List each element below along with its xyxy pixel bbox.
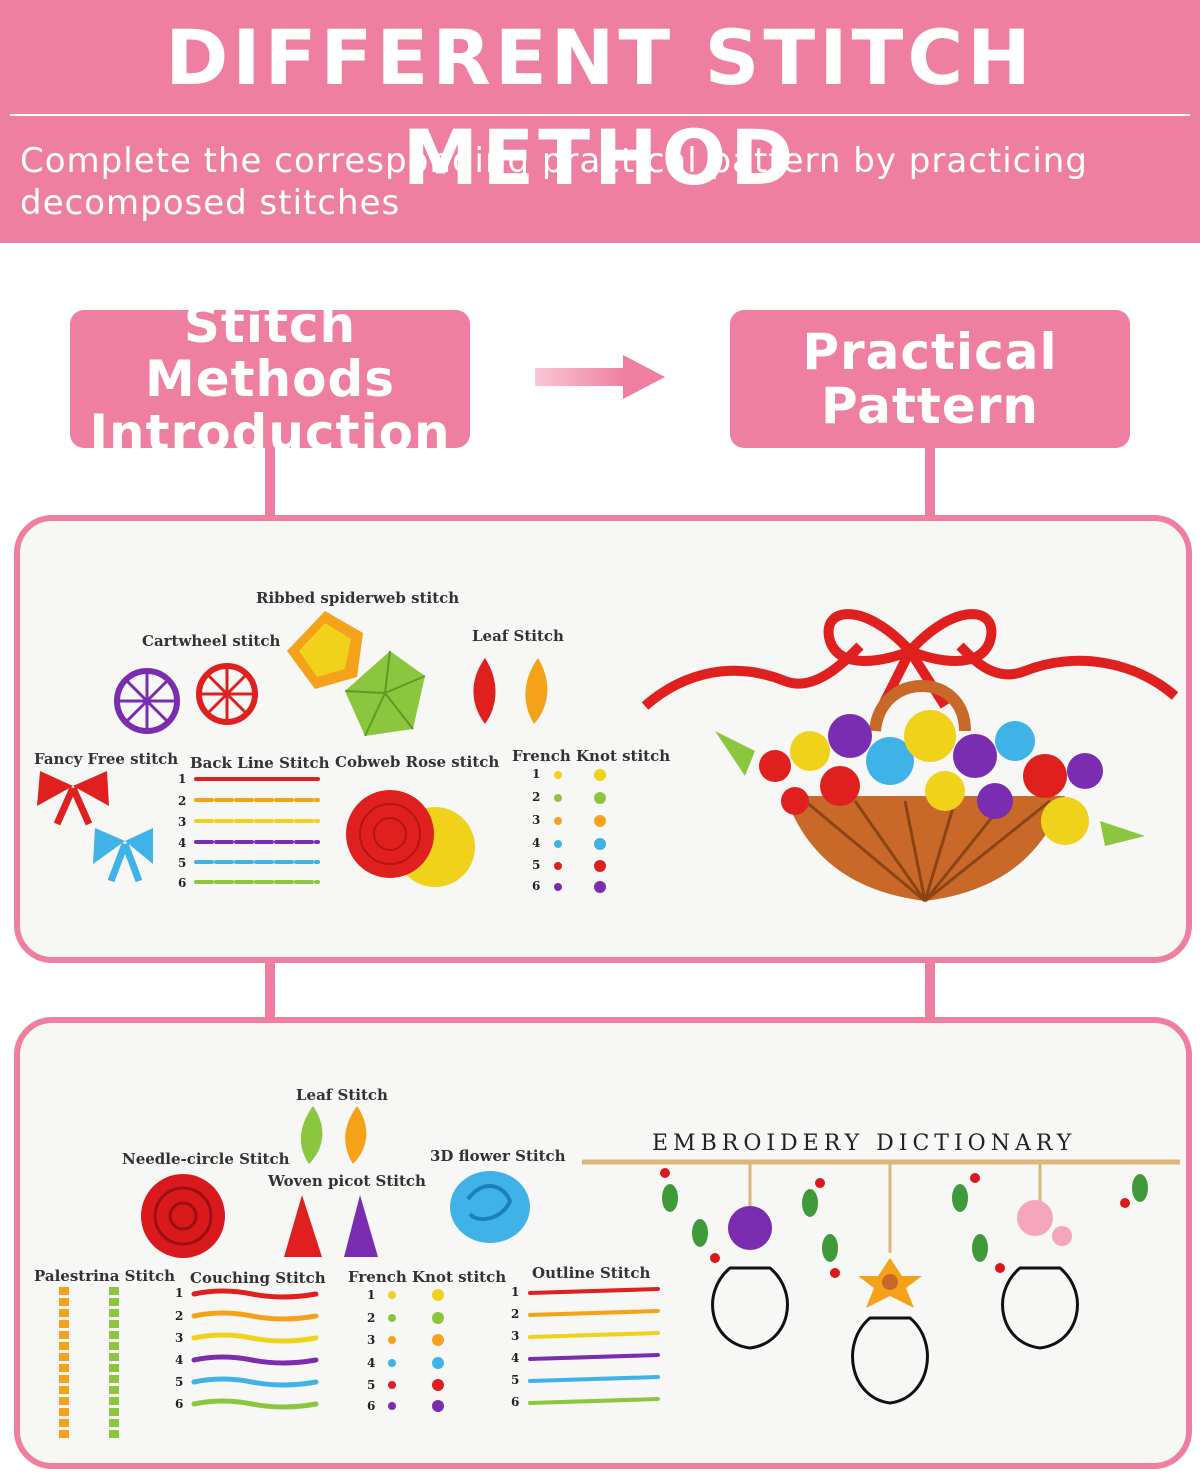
spiderweb-sample-icon [287, 611, 426, 737]
french-knot-dots-2 [388, 1289, 444, 1412]
flower-basket-pattern-icon [641, 609, 1179, 903]
row-number: 2 [178, 794, 187, 808]
connector-right-top [925, 448, 935, 518]
label-ribbed-spiderweb: Ribbed spiderweb stitch [256, 589, 460, 607]
row-number: 1 [511, 1285, 520, 1299]
row-number: 5 [178, 856, 187, 870]
row-number: 1 [367, 1288, 376, 1302]
stitch-methods-tag: Stitch Methods Introduction [70, 298, 470, 460]
row-number: 5 [532, 858, 541, 872]
row-number: 1 [178, 772, 187, 786]
row-number: 3 [532, 813, 541, 827]
hanging-vases-pattern-icon [582, 1159, 1180, 1405]
label-palestrina: Palestrina Stitch [34, 1267, 176, 1285]
couching-stitch-lines [191, 1288, 319, 1410]
stitch-panel-2: Leaf Stitch Needle-circle Stitch Woven p… [14, 1017, 1192, 1469]
practical-pattern-label: Practical Pattern [802, 323, 1058, 435]
label-back-line: Back Line Stitch [190, 754, 330, 772]
leaf-sample-icon [473, 658, 548, 724]
label-leaf-2: Leaf Stitch [296, 1086, 388, 1104]
connector-right-mid [925, 962, 935, 1020]
row-number: 3 [178, 815, 187, 829]
row-number: 3 [511, 1329, 520, 1343]
label-french-knot: French Knot stitch [512, 747, 671, 765]
label-couching: Couching Stitch [190, 1269, 326, 1287]
row-number: 4 [532, 836, 541, 850]
row-number: 6 [532, 879, 541, 893]
row-number: 4 [367, 1356, 376, 1370]
row-number: 6 [511, 1395, 520, 1409]
label-3d-flower: 3D flower Stitch [430, 1147, 566, 1165]
practical-pattern-tag: Practical Pattern [730, 310, 1130, 448]
label-leaf: Leaf Stitch [472, 627, 564, 645]
outline-stitch-lines [528, 1287, 660, 1405]
embroidery-dictionary-title: EMBROIDERY DICTIONARY [652, 1131, 1077, 1156]
row-number: 5 [367, 1378, 376, 1392]
bow-sample-icon [37, 771, 153, 883]
header-divider [10, 114, 1190, 116]
row-number: 3 [367, 1333, 376, 1347]
label-cobweb-rose: Cobweb Rose stitch [335, 753, 500, 771]
row-number: 5 [175, 1375, 184, 1389]
right-arrow-icon [535, 355, 665, 399]
page-title: DIFFERENT STITCH METHOD [165, 13, 1035, 202]
row-number: 2 [367, 1311, 376, 1325]
row-number: 1 [532, 767, 541, 781]
row-number: 4 [178, 836, 187, 850]
row-number: 6 [175, 1397, 184, 1411]
row-number: 2 [511, 1307, 520, 1321]
row-number: 5 [511, 1373, 520, 1387]
french-knot-dots [554, 769, 606, 893]
needle-circle-sample-icon [141, 1174, 225, 1258]
page-subtitle: Complete the corresponding practical pat… [20, 141, 1088, 223]
row-number: 6 [367, 1399, 376, 1413]
row-number: 1 [175, 1286, 184, 1300]
3d-flower-sample-icon [450, 1171, 530, 1243]
label-needle-circle: Needle-circle Stitch [122, 1150, 290, 1168]
cobweb-rose-sample-icon [346, 790, 475, 887]
row-number: 6 [178, 876, 187, 890]
row-number: 4 [511, 1351, 520, 1365]
label-fancy-free: Fancy Free stitch [34, 750, 179, 768]
row-number: 4 [175, 1353, 184, 1367]
row-number: 2 [532, 790, 541, 804]
label-cartwheel: Cartwheel stitch [142, 632, 281, 650]
connector-left-top [265, 448, 275, 518]
leaf-sample-icon [300, 1106, 367, 1164]
label-outline: Outline Stitch [532, 1264, 651, 1282]
palestrina-sample-icon [59, 1287, 119, 1440]
row-number: 3 [175, 1331, 184, 1345]
header-banner: DIFFERENT STITCH METHOD Complete the cor… [0, 0, 1200, 243]
cartwheel-sample-icon [114, 663, 258, 734]
back-line-stitch-lines [194, 777, 320, 884]
label-woven-picot: Woven picot Stitch [268, 1172, 426, 1190]
row-number: 2 [175, 1309, 184, 1323]
connector-left-mid [265, 962, 275, 1020]
woven-picot-sample-icon [284, 1195, 378, 1257]
stitch-methods-label: Stitch Methods Introduction [89, 296, 451, 462]
stitch-panel-1: Ribbed spiderweb stitch Cartwheel stitch… [14, 515, 1192, 963]
label-french-knot-2: French Knot stitch [348, 1268, 507, 1286]
